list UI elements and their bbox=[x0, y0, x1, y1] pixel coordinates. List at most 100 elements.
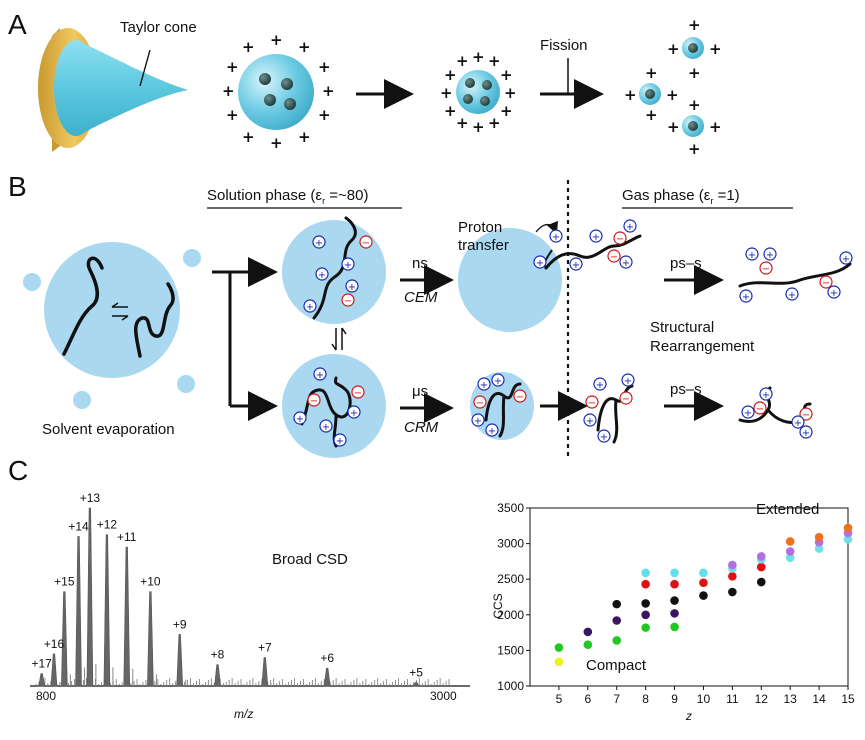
svg-text:+: + bbox=[488, 426, 496, 437]
svg-text:+: + bbox=[440, 84, 453, 102]
panel-label-c: C bbox=[8, 455, 28, 486]
svg-text:+: + bbox=[624, 376, 632, 387]
svg-text:+: + bbox=[318, 58, 331, 76]
spectrum-peak bbox=[323, 667, 331, 687]
x-tick-label: 13 bbox=[784, 692, 798, 706]
svg-text:+: + bbox=[645, 64, 658, 82]
cem-ejecting-droplet: + + + + − + − + bbox=[458, 219, 642, 332]
svg-text:+: + bbox=[667, 118, 680, 136]
spectrum-peak bbox=[261, 657, 269, 687]
peak-label: +9 bbox=[173, 617, 187, 631]
taylor-cone-label: Taylor cone bbox=[120, 19, 197, 36]
svg-text:+: + bbox=[315, 238, 323, 249]
data-point bbox=[641, 568, 650, 578]
data-point bbox=[728, 572, 737, 581]
spectrum-peak bbox=[176, 634, 184, 687]
peak-label: +14 bbox=[68, 519, 89, 533]
svg-text:+: + bbox=[494, 376, 502, 387]
peak-label: +16 bbox=[44, 637, 65, 651]
svg-text:−: − bbox=[344, 296, 352, 307]
y-tick-label: 1000 bbox=[497, 679, 524, 693]
svg-text:+: + bbox=[474, 416, 482, 427]
svg-text:+: + bbox=[298, 128, 311, 146]
svg-text:−: − bbox=[802, 410, 810, 421]
spectrum-peaks bbox=[38, 507, 423, 687]
spectrum-peak bbox=[123, 546, 131, 687]
svg-text:+: + bbox=[500, 102, 513, 120]
x-axis-label: z bbox=[685, 709, 692, 723]
svg-text:+: + bbox=[626, 222, 634, 233]
extended-gas-ion: + − + + + − + + bbox=[738, 247, 853, 303]
panel-label-b: B bbox=[8, 171, 27, 202]
svg-text:+: + bbox=[350, 408, 358, 419]
spectrum-peak bbox=[147, 591, 154, 687]
cem-label: CEM bbox=[404, 289, 438, 306]
y-tick-label: 1500 bbox=[497, 643, 524, 657]
svg-text:+: + bbox=[344, 260, 352, 271]
extended-annotation: Extended bbox=[756, 501, 819, 518]
svg-text:+: + bbox=[480, 380, 488, 391]
svg-text:+: + bbox=[624, 86, 637, 104]
svg-text:−: − bbox=[762, 264, 770, 275]
svg-text:+: + bbox=[242, 128, 255, 146]
x-tick-label: 10 bbox=[697, 692, 711, 706]
peak-label: +6 bbox=[320, 651, 334, 665]
solution-phase-label: Solution phase (εr =~80) bbox=[207, 187, 368, 206]
svg-text:+: + bbox=[488, 52, 501, 70]
x-tick-label: 7 bbox=[613, 692, 620, 706]
compact-annotation: Compact bbox=[586, 657, 647, 674]
structural-label-line2: Rearrangement bbox=[650, 338, 755, 355]
fission-label: Fission bbox=[540, 37, 588, 54]
ps-s-bottom-label: ps–s bbox=[670, 381, 702, 398]
svg-text:+: + bbox=[348, 282, 356, 293]
ns-label: ns bbox=[412, 255, 428, 272]
spectrum-x-end: 3000 bbox=[430, 689, 457, 703]
offspring-droplet-3: ++++ bbox=[667, 96, 722, 158]
x-tick-label: 14 bbox=[812, 692, 826, 706]
svg-text:+: + bbox=[709, 118, 722, 136]
peak-label: +17 bbox=[31, 657, 52, 671]
svg-text:+: + bbox=[472, 48, 485, 66]
svg-text:+: + bbox=[667, 40, 680, 58]
us-label: μs bbox=[412, 383, 428, 400]
data-point bbox=[670, 596, 679, 605]
data-point bbox=[670, 622, 679, 632]
svg-text:+: + bbox=[592, 232, 600, 243]
peak-label: +7 bbox=[258, 641, 272, 655]
data-point bbox=[641, 599, 650, 608]
data-point bbox=[583, 640, 593, 650]
offspring-droplet-2: ++++ bbox=[624, 64, 679, 124]
data-point bbox=[785, 547, 795, 556]
data-point bbox=[814, 544, 824, 553]
data-point bbox=[612, 599, 622, 609]
x-tick-label: 6 bbox=[584, 692, 591, 706]
data-point bbox=[699, 578, 708, 588]
svg-text:+: + bbox=[596, 380, 604, 391]
svg-text:−: − bbox=[756, 404, 764, 415]
svg-text:+: + bbox=[600, 432, 608, 443]
offspring-droplet-1: ++++ bbox=[667, 16, 722, 82]
large-charged-droplet: +++ ++ ++ ++ +++ bbox=[222, 31, 335, 152]
svg-text:+: + bbox=[688, 16, 701, 34]
svg-text:+: + bbox=[536, 258, 544, 269]
spectrum-peak bbox=[50, 653, 58, 687]
svg-text:+: + bbox=[322, 82, 335, 100]
y-tick-label: 2000 bbox=[497, 608, 524, 622]
gas-phase-label: Gas phase (εr =1) bbox=[622, 187, 740, 206]
svg-text:+: + bbox=[748, 250, 756, 261]
svg-text:+: + bbox=[226, 106, 239, 124]
peak-label: +13 bbox=[80, 491, 101, 505]
crm-small-droplet: + + − − + + bbox=[470, 372, 534, 440]
peak-label: +12 bbox=[97, 518, 118, 532]
peak-label: +8 bbox=[211, 648, 225, 662]
spectrum-peak bbox=[412, 682, 420, 687]
svg-text:+: + bbox=[322, 422, 330, 433]
svg-text:+: + bbox=[552, 232, 560, 243]
peak-label: +15 bbox=[54, 575, 75, 589]
svg-text:+: + bbox=[794, 418, 802, 429]
data-point bbox=[785, 537, 795, 546]
svg-text:−: − bbox=[616, 234, 624, 245]
